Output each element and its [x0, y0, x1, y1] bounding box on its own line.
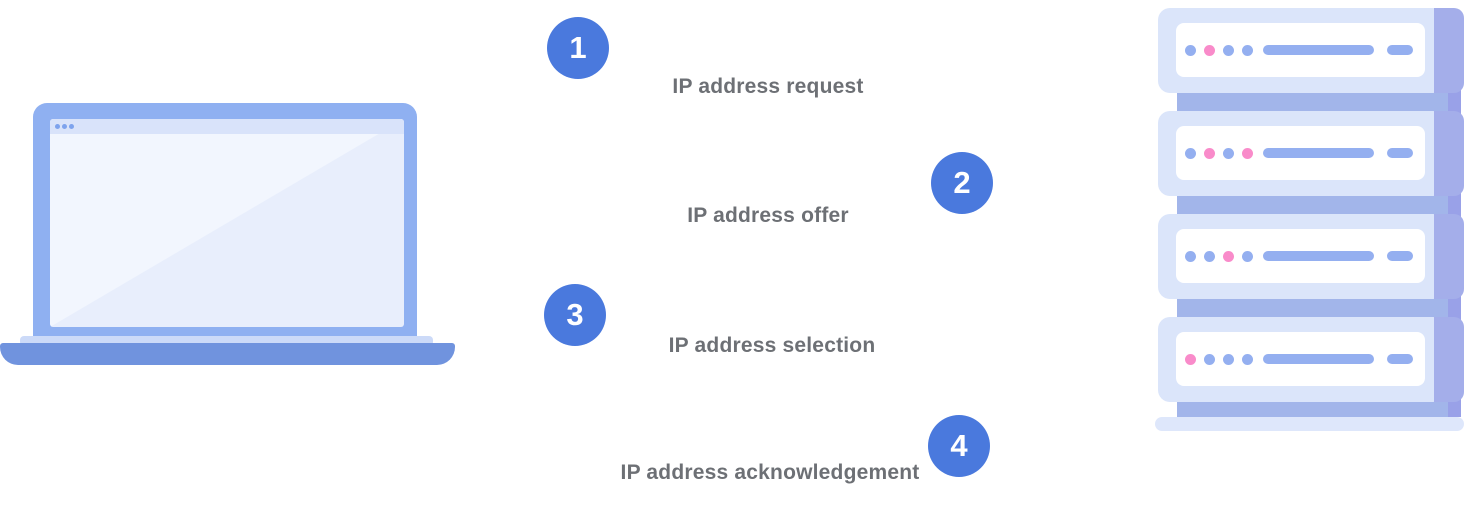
server-bar-short	[1387, 45, 1413, 55]
server-baseplate	[1155, 417, 1464, 431]
server-blue-dot-icon	[1185, 147, 1196, 159]
step-3-badge: 3	[544, 284, 606, 346]
server-unit-4	[1158, 317, 1464, 402]
step-3-number: 3	[566, 297, 584, 332]
server-blue-dot-icon	[1223, 147, 1234, 159]
server-blue-dot-icon	[1204, 250, 1215, 262]
laptop-screen	[50, 119, 404, 327]
server-bar-short	[1387, 251, 1413, 261]
server-panel	[1176, 332, 1425, 386]
server-panel	[1176, 229, 1425, 283]
step-2-label: IP address offer	[687, 204, 849, 227]
server-blue-dot-icon	[1223, 353, 1234, 365]
step-2-number: 2	[953, 165, 971, 200]
server-bar-short	[1387, 148, 1413, 158]
server-bar-long	[1263, 251, 1374, 261]
server-panel	[1176, 126, 1425, 180]
laptop-frame	[33, 103, 417, 340]
window-dot-icon	[62, 124, 67, 129]
server-stack-icon	[1155, 0, 1464, 440]
server-blue-dot-icon	[1185, 250, 1196, 262]
step-4-badge: 4	[928, 415, 990, 477]
server-panel	[1176, 23, 1425, 77]
window-dot-icon	[69, 124, 74, 129]
server-pink-dot-icon	[1185, 353, 1196, 365]
server-blue-dot-icon	[1204, 353, 1215, 365]
step-1-badge: 1	[547, 17, 609, 79]
server-pink-dot-icon	[1242, 147, 1253, 159]
step-1-number: 1	[569, 30, 587, 65]
server-bar-long	[1263, 45, 1374, 55]
laptop-client-icon	[0, 103, 455, 365]
window-dot-icon	[55, 124, 60, 129]
server-blue-dot-icon	[1242, 44, 1253, 56]
step-4-label: IP address acknowledgement	[620, 461, 920, 484]
server-bar-long	[1263, 354, 1374, 364]
server-unit-2	[1158, 111, 1464, 196]
server-blue-dot-icon	[1223, 44, 1234, 56]
server-bar-short	[1387, 354, 1413, 364]
server-pink-dot-icon	[1204, 44, 1215, 56]
server-bar-long	[1263, 148, 1374, 158]
laptop-browser-titlebar	[50, 119, 404, 134]
server-blue-dot-icon	[1185, 44, 1196, 56]
laptop-base	[0, 343, 455, 365]
server-unit-3	[1158, 214, 1464, 299]
step-1-label: IP address request	[672, 75, 864, 98]
step-4-number: 4	[950, 428, 968, 463]
laptop-hinge	[20, 336, 433, 346]
server-unit-1	[1158, 8, 1464, 93]
step-2-badge: 2	[931, 152, 993, 214]
step-3-label: IP address selection	[668, 334, 876, 357]
server-pink-dot-icon	[1204, 147, 1215, 159]
server-blue-dot-icon	[1242, 353, 1253, 365]
server-pink-dot-icon	[1223, 250, 1234, 262]
server-blue-dot-icon	[1242, 250, 1253, 262]
